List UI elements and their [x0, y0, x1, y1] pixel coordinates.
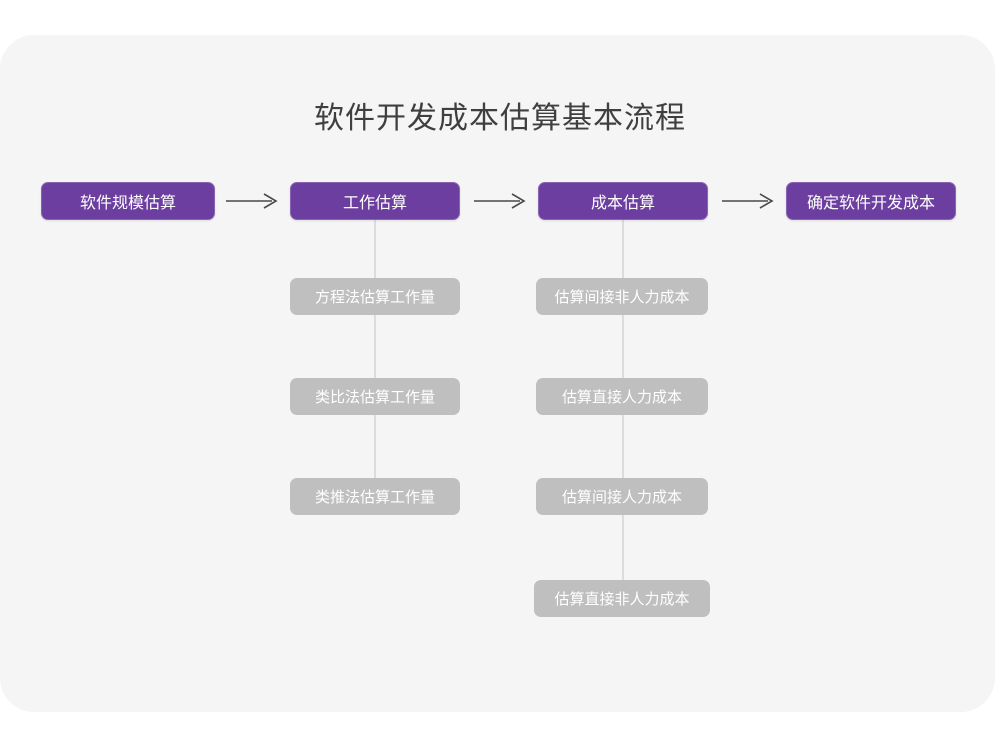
substep-node-direct-nonlabor-cost[interactable]: 估算直接非人力成本 [534, 580, 710, 617]
substep-node-analogy-method-effort[interactable]: 类比法估算工作量 [290, 378, 460, 415]
stage-node-effort-estimation[interactable]: 工作估算 [290, 182, 460, 220]
arrow-stage1-to-stage2 [226, 191, 278, 211]
substep-node-indirect-labor-cost[interactable]: 估算间接人力成本 [536, 478, 708, 515]
substep-node-direct-labor-cost[interactable]: 估算直接人力成本 [536, 378, 708, 415]
arrow-stage3-to-stage4 [722, 191, 774, 211]
substep-node-inference-method-effort[interactable]: 类推法估算工作量 [290, 478, 460, 515]
stage-node-cost-estimation[interactable]: 成本估算 [538, 182, 708, 220]
arrow-stage2-to-stage3 [474, 191, 526, 211]
content-card [0, 35, 995, 712]
stage-node-determine-development-cost[interactable]: 确定软件开发成本 [786, 182, 956, 220]
substep-node-indirect-nonlabor-cost[interactable]: 估算间接非人力成本 [536, 278, 708, 315]
connector-line-stage-2 [374, 213, 376, 501]
stage-node-software-scale-estimation[interactable]: 软件规模估算 [41, 182, 215, 220]
substep-node-equation-method-effort[interactable]: 方程法估算工作量 [290, 278, 460, 315]
page-title: 软件开发成本估算基本流程 [314, 102, 686, 135]
